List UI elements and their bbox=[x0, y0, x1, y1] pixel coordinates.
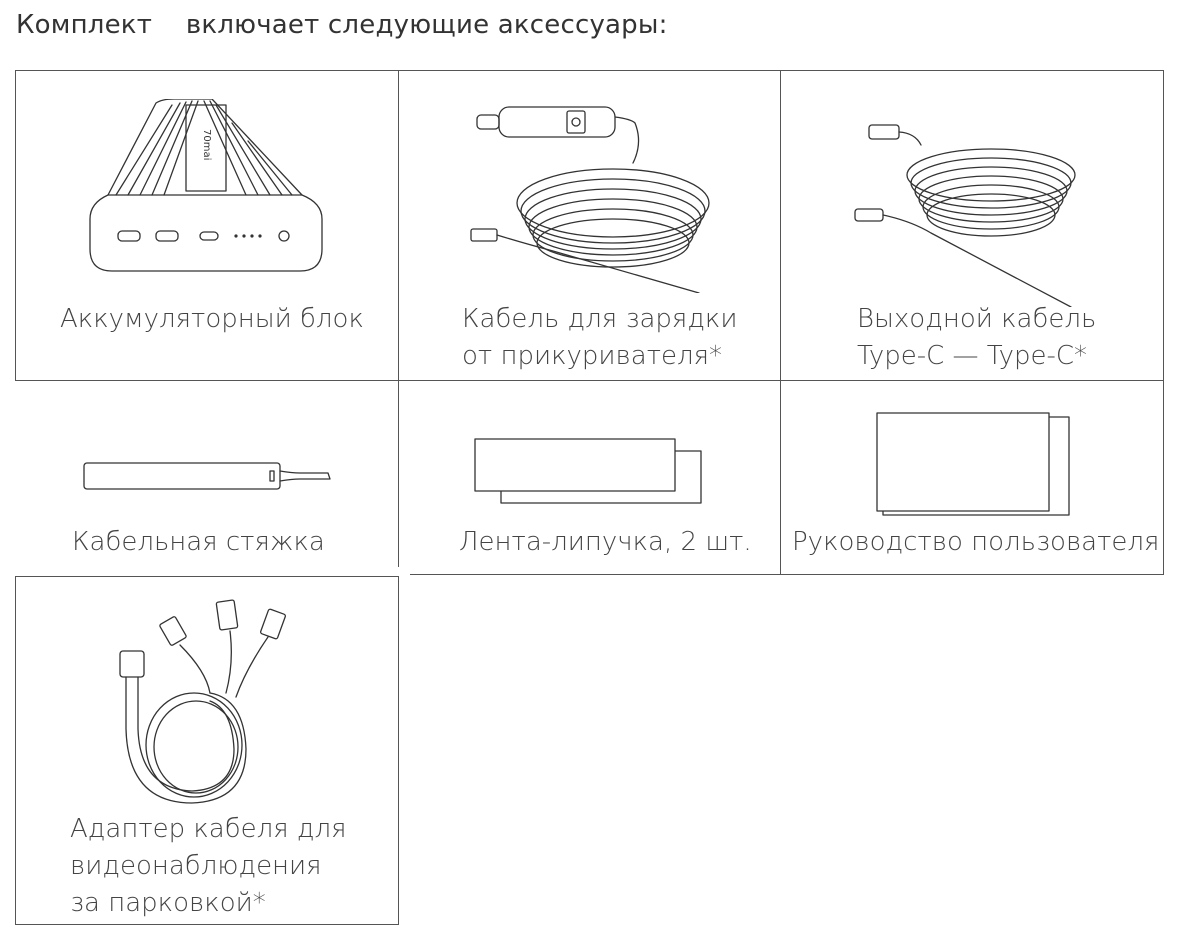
car-charger-cable-icon bbox=[470, 106, 710, 293]
usb-c-cable-icon bbox=[854, 124, 1076, 307]
parking-adapter-icon bbox=[119, 599, 286, 804]
item-label-power-bank: Аккумуляторный блок bbox=[60, 304, 364, 334]
grid-line-top bbox=[15, 70, 1164, 71]
item-car-charger-cable: Кабель для зарядки от прикуривателя* bbox=[399, 71, 780, 380]
item-label-cable-tie: Кабельная стяжка bbox=[72, 527, 325, 557]
grid-line-row2-right bbox=[410, 574, 1164, 575]
item-velcro-tape: Лента-липучка, 2 шт. bbox=[399, 381, 780, 574]
page-heading: Комплект включает следующие аксессуары: bbox=[16, 10, 668, 40]
item-label-user-manual: Руководство пользователя bbox=[792, 527, 1160, 557]
grid-line-right bbox=[1163, 70, 1164, 575]
grid-line-col1-row3 bbox=[398, 576, 399, 924]
power-bank-icon: 70mai bbox=[89, 99, 323, 272]
velcro-tape-icon bbox=[474, 438, 702, 504]
item-parking-adapter: Адаптер кабеля для видеонаблюдения за па… bbox=[16, 577, 398, 924]
grid-line-left bbox=[15, 70, 16, 380]
grid-line-left-row3 bbox=[15, 576, 16, 924]
grid-line-row1 bbox=[15, 380, 1164, 381]
item-usb-c-cable: Выходной кабель Type-C — Type-C* bbox=[781, 71, 1163, 380]
grid-line-col2 bbox=[780, 70, 781, 575]
svg-text:70mai: 70mai bbox=[201, 129, 212, 160]
cable-tie-icon bbox=[83, 462, 331, 490]
user-manual-icon bbox=[876, 412, 1070, 516]
item-user-manual: Руководство пользователя bbox=[781, 381, 1163, 574]
item-label-velcro-tape: Лента-липучка, 2 шт. bbox=[459, 527, 752, 557]
grid-line-row2-left bbox=[15, 576, 399, 577]
item-label-car-charger-cable: Кабель для зарядки от прикуривателя* bbox=[462, 304, 738, 371]
grid-line-bottom bbox=[15, 924, 399, 925]
grid-line-col1 bbox=[398, 70, 399, 567]
item-power-bank: 70mai Аккумуляторный блок bbox=[16, 71, 398, 380]
item-cable-tie: Кабельная стяжка bbox=[16, 381, 398, 576]
item-label-parking-adapter: Адаптер кабеля для видеонаблюдения за па… bbox=[70, 814, 347, 918]
item-label-usb-c-cable: Выходной кабель Type-C — Type-C* bbox=[857, 304, 1097, 371]
